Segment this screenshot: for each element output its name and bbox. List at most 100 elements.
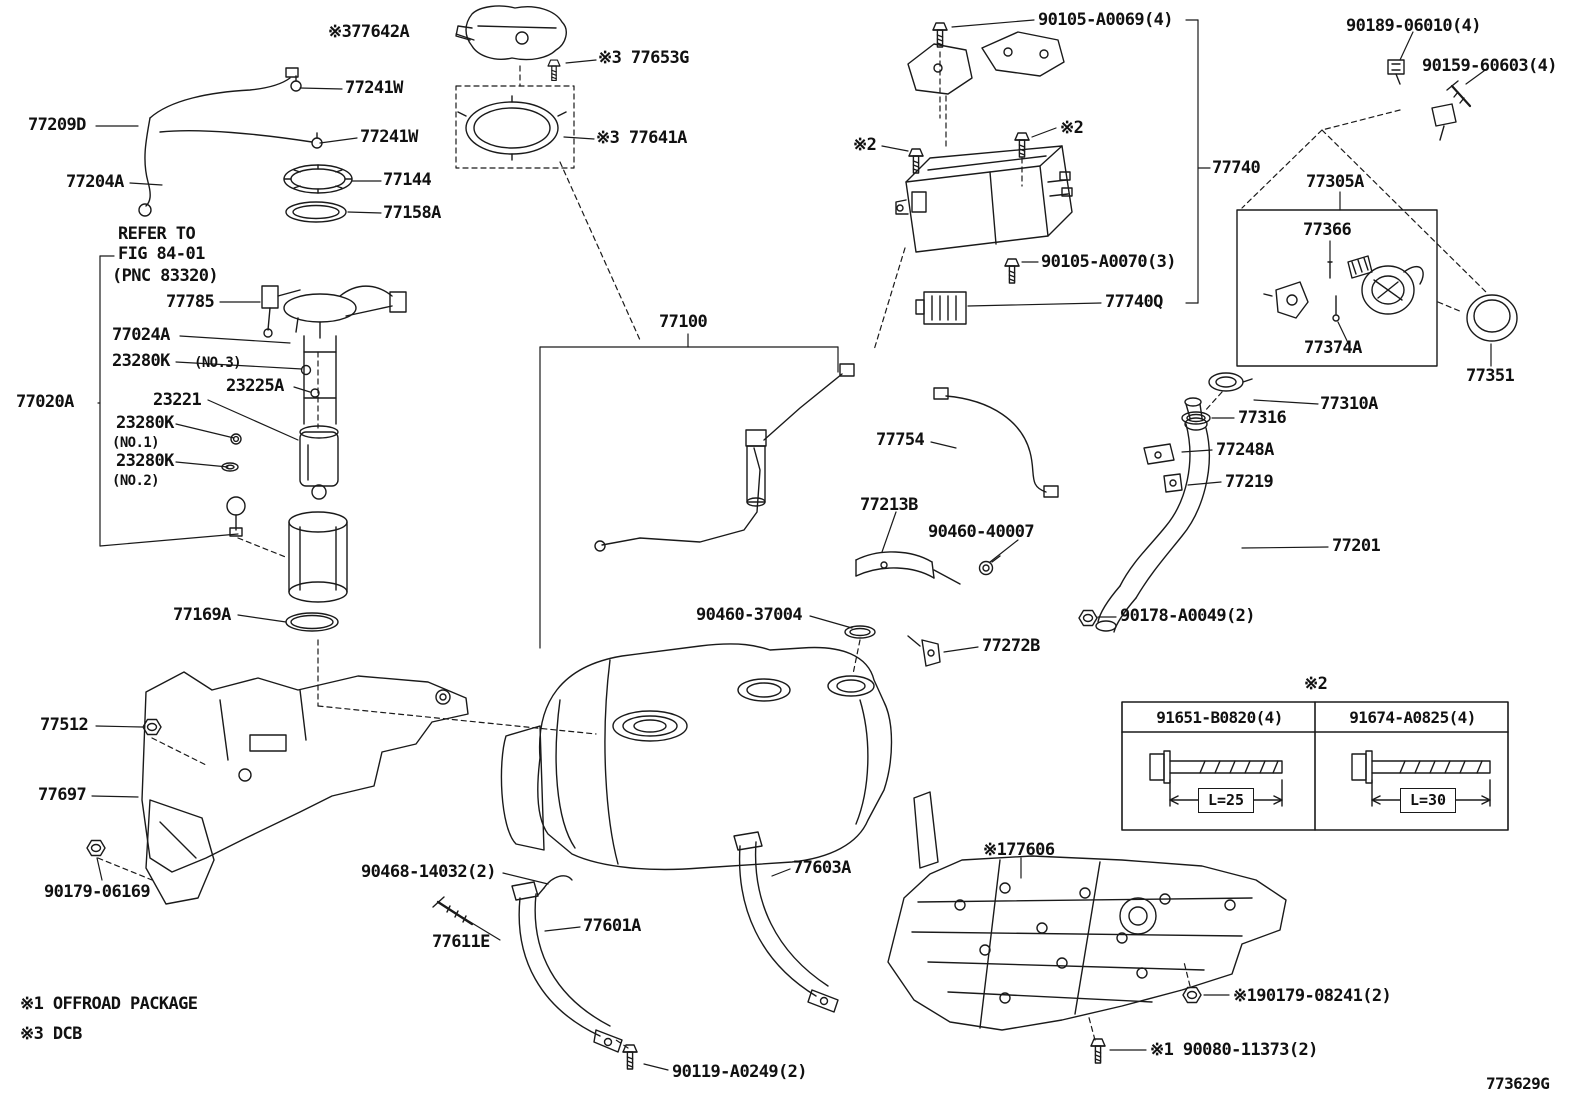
part-sublabel-no1: (NO.1) <box>112 435 160 451</box>
leader-lines <box>91 19 1492 1071</box>
part-label-23225a: 23225A <box>226 376 284 396</box>
refer-note-line2: FIG 84-01 <box>118 244 205 264</box>
pump-plate-assembly <box>283 285 407 339</box>
filler-pipe-77201 <box>1095 397 1210 633</box>
dimension-label-l25: L=25 <box>1198 788 1254 813</box>
part-label-77305a: 77305A <box>1306 172 1364 192</box>
part-label-77512: 77512 <box>40 715 89 735</box>
part-label-23280k-no1: 23280K <box>116 413 174 433</box>
part-label-77024a: 77024A <box>112 325 170 345</box>
filler-cap-77310a <box>1208 372 1253 392</box>
part-label-77351: 77351 <box>1466 366 1515 386</box>
part-label-77213b: 77213B <box>860 495 918 515</box>
drawing-code: 773629G <box>1486 1074 1550 1093</box>
dashed-lines <box>97 51 1489 1049</box>
note-mark-2-a: ※2 <box>853 135 877 155</box>
hose-77213b <box>855 551 961 585</box>
note-mark-2-b: ※2 <box>1060 118 1084 138</box>
table-frame <box>1121 701 1509 831</box>
fasteners <box>86 22 1202 1070</box>
part-label-77653g: ※3 77653G <box>598 48 689 68</box>
part-label-90119-a0249: 90119-A0249(2) <box>672 1062 807 1082</box>
fuel-sender-77785 <box>261 285 301 338</box>
part-label-77241w-b: 77241W <box>360 127 418 147</box>
suction-tubes-77209d <box>138 67 323 217</box>
part-label-90105-a0069: 90105-A0069(4) <box>1038 10 1173 30</box>
fuel-filter-77020a <box>288 511 348 603</box>
screw-90159-60603 <box>1431 80 1472 141</box>
tank-protector-77697 <box>141 671 469 905</box>
ring-77144 <box>283 164 353 194</box>
pressure-regulator <box>226 496 246 537</box>
part-label-77601a: 77601A <box>583 916 641 936</box>
part-label-90159-60603: 90159-60603(4) <box>1422 56 1557 76</box>
tank-band-77601a <box>511 881 623 1053</box>
tank-band-77603a <box>733 831 839 1013</box>
clamp-90460-40007 <box>978 555 1001 576</box>
part-label-77374a: 77374A <box>1304 338 1362 358</box>
table-header-left: 91651-B0820(4) <box>1156 708 1283 727</box>
table-header-right: 91674-A0825(4) <box>1349 708 1476 727</box>
part-label-77169a: 77169A <box>173 605 231 625</box>
footnote-dcb: ※3 DCB <box>20 1024 82 1044</box>
part-label-23280k-no2: 23280K <box>116 451 174 471</box>
part-label-23221: 23221 <box>153 390 202 410</box>
refer-note-line3: (PNC 83320) <box>112 266 219 286</box>
part-label-77366: 77366 <box>1303 220 1352 240</box>
part-label-90179-06169: 90179-06169 <box>44 882 151 902</box>
tank-fuel-lines <box>594 363 855 552</box>
part-label-77272b: 77272B <box>982 636 1040 656</box>
part-label-90460-37004: 90460-37004 <box>696 605 803 625</box>
gasket-77316 <box>1181 411 1211 425</box>
part-label-77201: 77201 <box>1332 536 1381 556</box>
note-mark-2-table: ※2 <box>1304 674 1328 694</box>
part-label-77219: 77219 <box>1225 472 1274 492</box>
part-sublabel-no3: (NO.3) <box>194 355 242 371</box>
part-label-23280k-no3: 23280K <box>112 351 170 371</box>
part-label-90080-11373: ※1 90080-11373(2) <box>1150 1040 1318 1060</box>
dimension-label-l30: L=30 <box>1400 788 1456 813</box>
part-label-77785: 77785 <box>166 292 215 312</box>
screw-77611e <box>432 896 474 926</box>
oring-77169a <box>285 612 339 632</box>
skid-plate-77606 <box>887 791 1287 1031</box>
part-label-77209d: 77209D <box>28 115 86 135</box>
refer-note-line1: REFER TO <box>118 224 196 244</box>
sensor-90189-06010 <box>1387 59 1405 85</box>
part-label-77158a: 77158A <box>383 203 441 223</box>
part-label-90468-14032: 90468-14032(2) <box>361 862 496 882</box>
part-label-77642a: ※377642A <box>328 22 410 42</box>
part-label-77310a: 77310A <box>1320 394 1378 414</box>
footnote-offroad-package: ※1 OFFROAD PACKAGE <box>20 994 198 1014</box>
part-sublabel-no2: (NO.2) <box>112 473 160 489</box>
part-label-77241w-a: 77241W <box>345 78 403 98</box>
fuel-tank-77100 <box>500 625 893 871</box>
pump-cover-77642a <box>455 5 567 61</box>
part-label-77754: 77754 <box>876 430 925 450</box>
clip-90468-14032 <box>537 875 573 896</box>
part-label-90460-40007: 90460-40007 <box>928 522 1035 542</box>
part-label-77641a: ※3 77641A <box>596 128 687 148</box>
part-label-90105-a0070: 90105-A0070(3) <box>1041 252 1176 272</box>
gasket-77158a <box>285 201 347 223</box>
part-label-77020a: 77020A <box>16 392 74 412</box>
cap-box-77305a <box>1236 209 1438 367</box>
fuel-cap-77351 <box>1466 294 1518 342</box>
part-label-90179-08241: ※190179-08241(2) <box>1233 986 1392 1006</box>
part-label-77740q: 77740Q <box>1105 292 1163 312</box>
table-bolt-drawings <box>1149 750 1491 807</box>
pump-column-77024a <box>300 335 337 425</box>
retainer-ring-77641a <box>457 95 567 161</box>
breather-hose-77754 <box>933 387 1059 498</box>
charcoal-canister-77740 <box>895 145 1073 253</box>
canister-filter-77740q <box>915 291 967 325</box>
part-label-77611e: 77611E <box>432 932 490 952</box>
part-label-77603a: 77603A <box>793 858 851 878</box>
canister-bracket-plates <box>907 31 1065 95</box>
part-label-77697: 77697 <box>38 785 87 805</box>
part-label-77606: ※177606 <box>983 840 1055 860</box>
part-label-77204a: 77204A <box>66 172 124 192</box>
part-label-90189-06010: 90189-06010(4) <box>1346 16 1481 36</box>
